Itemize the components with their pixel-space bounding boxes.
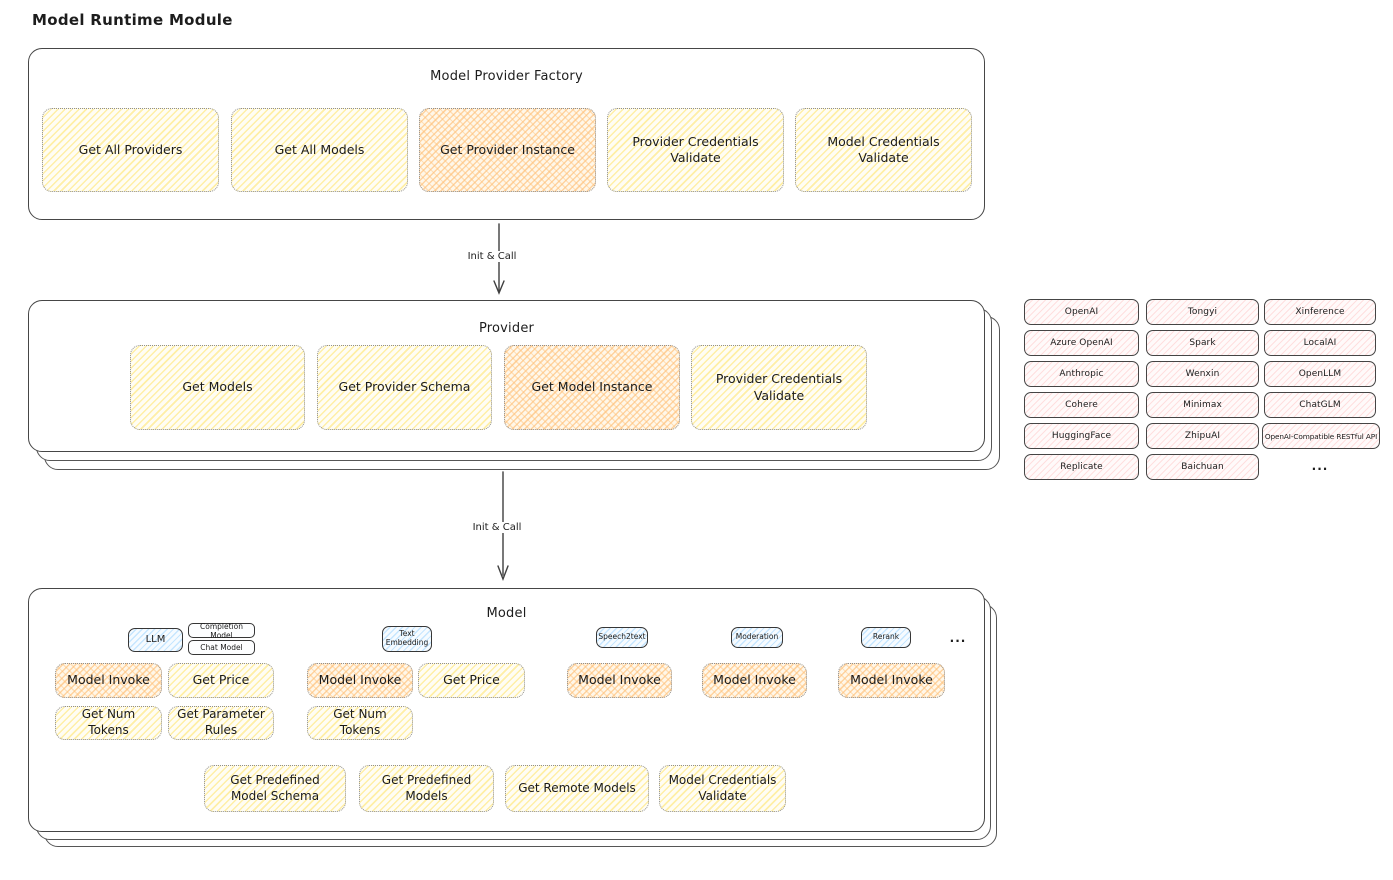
provider-list-more-ellipsis: ... xyxy=(1311,459,1329,473)
model-invoke-moderation-shape: Model Invoke xyxy=(702,663,807,698)
get-model-instance-shape: Get Model Instance xyxy=(504,345,680,430)
get-all-providers-shape: Get All Providers xyxy=(42,108,219,192)
model-invoke-text-embedding-shape: Model Invoke xyxy=(307,663,413,698)
chat-model-badge: Chat Model xyxy=(188,640,255,655)
init-call-label-2: Init & Call xyxy=(468,522,526,533)
provider-chip-spark: Spark xyxy=(1146,330,1259,356)
moderation-badge: Moderation xyxy=(731,627,783,648)
completion-model-badge: Completion Model xyxy=(188,622,255,640)
provider-chip-huggingface: HuggingFace xyxy=(1024,423,1139,449)
get-parameter-rules-llm-shape: Get Parameter Rules xyxy=(168,706,274,740)
provider-chip-cohere: Cohere xyxy=(1024,392,1139,418)
provider-chip-wenxin: Wenxin xyxy=(1146,361,1259,387)
provider-chip-localai: LocalAI xyxy=(1264,330,1376,356)
provider-list-column-1: OpenAI Azure OpenAI Anthropic Cohere Hug… xyxy=(1024,299,1139,480)
get-all-models-shape: Get All Models xyxy=(231,108,408,192)
page-title: Model Runtime Module xyxy=(32,11,233,29)
model-title: Model xyxy=(486,606,527,621)
get-num-tokens-text-embedding-shape: Get Num Tokens xyxy=(307,706,413,740)
get-models-shape: Get Models xyxy=(130,345,305,430)
provider-chip-minimax: Minimax xyxy=(1146,392,1259,418)
provider-chip-anthropic: Anthropic xyxy=(1024,361,1139,387)
provider-chip-replicate: Replicate xyxy=(1024,454,1139,480)
provider-chip-baichuan: Baichuan xyxy=(1146,454,1259,480)
model-invoke-rerank-shape: Model Invoke xyxy=(838,663,945,698)
get-predefined-model-schema-shape: Get Predefined Model Schema xyxy=(204,765,346,812)
get-num-tokens-llm-shape: Get Num Tokens xyxy=(55,706,162,740)
provider-chip-chatglm: ChatGLM xyxy=(1264,392,1376,418)
speech2text-badge: Speech2text xyxy=(596,627,648,648)
get-provider-instance-shape: Get Provider Instance xyxy=(419,108,596,192)
model-types-more-ellipsis: ... xyxy=(949,631,967,645)
rerank-badge: Rerank xyxy=(861,627,911,648)
provider-chip-xinference: Xinference xyxy=(1264,299,1376,325)
get-provider-schema-shape: Get Provider Schema xyxy=(317,345,492,430)
provider-chip-openllm: OpenLLM xyxy=(1264,361,1376,387)
provider-chip-openai-compatible-restful-api: OpenAI-Compatible RESTful API xyxy=(1262,423,1380,449)
model-invoke-llm-shape: Model Invoke xyxy=(55,663,162,698)
provider-title: Provider xyxy=(478,321,535,336)
init-call-label-1: Init & Call xyxy=(463,251,521,262)
provider-chip-tongyi: Tongyi xyxy=(1146,299,1259,325)
model-invoke-speech2text-shape: Model Invoke xyxy=(567,663,672,698)
model-credentials-validate-shape-3: Model Credentials Validate xyxy=(659,765,786,812)
provider-credentials-validate-shape-2: Provider Credentials Validate xyxy=(691,345,867,430)
llm-badge: LLM xyxy=(128,628,183,652)
get-price-text-embedding-shape: Get Price xyxy=(418,663,525,698)
provider-list-column-3: Xinference LocalAI OpenLLM ChatGLM OpenA… xyxy=(1262,299,1380,478)
provider-list-column-2: Tongyi Spark Wenxin Minimax ZhipuAI Baic… xyxy=(1146,299,1259,480)
model-provider-factory-title: Model Provider Factory xyxy=(430,69,583,84)
get-remote-models-shape: Get Remote Models xyxy=(505,765,649,812)
model-credentials-validate-shape: Model Credentials Validate xyxy=(795,108,972,192)
get-price-llm-shape: Get Price xyxy=(168,663,274,698)
text-embedding-badge: Text Embedding xyxy=(382,626,432,652)
provider-chip-openai: OpenAI xyxy=(1024,299,1139,325)
provider-chip-zhipuai: ZhipuAI xyxy=(1146,423,1259,449)
get-predefined-models-shape: Get Predefined Models xyxy=(359,765,494,812)
provider-credentials-validate-shape: Provider Credentials Validate xyxy=(607,108,784,192)
provider-chip-azure-openai: Azure OpenAI xyxy=(1024,330,1139,356)
